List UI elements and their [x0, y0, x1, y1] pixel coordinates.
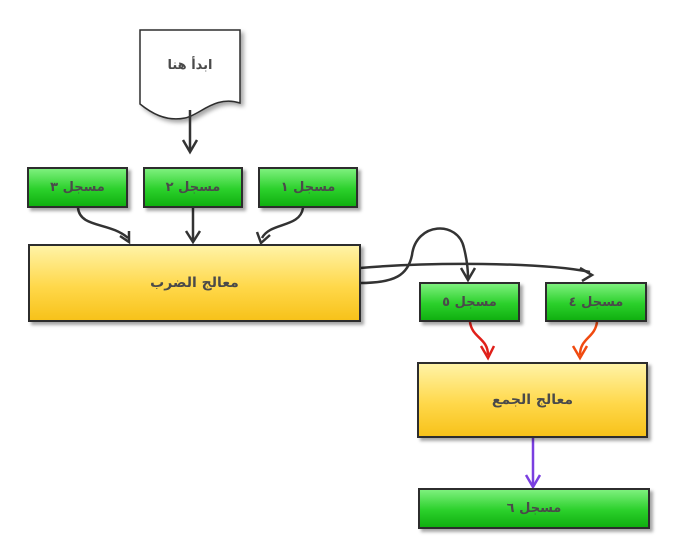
register-3[interactable]: مسجل ٣ — [27, 167, 128, 208]
arrow-multiply-to-register-5 — [359, 227, 477, 285]
arrow-register-5-to-add — [468, 321, 496, 361]
arrow-register-4-to-add — [571, 321, 599, 361]
register-6[interactable]: مسجل ٦ — [418, 488, 650, 529]
start-label: ابدأ هنا — [167, 58, 213, 73]
arrow-register-2-to-multiply — [184, 208, 202, 245]
arrow-add-to-register-6 — [524, 438, 542, 490]
register-2[interactable]: مسجل ٢ — [143, 167, 243, 208]
register-1[interactable]: مسجل ١ — [258, 167, 358, 208]
arrow-register-1-to-multiply — [255, 207, 305, 246]
arrow-start-to-register-2 — [181, 110, 199, 155]
multiply-processor[interactable]: معالج الضرب — [28, 244, 361, 322]
register-4[interactable]: مسجل ٤ — [545, 282, 647, 322]
arrow-multiply-to-register-4 — [359, 262, 595, 283]
add-processor[interactable]: معالج الجمع — [417, 362, 648, 438]
arrow-register-3-to-multiply — [76, 207, 131, 245]
register-5[interactable]: مسجل ٥ — [419, 282, 520, 322]
start-document-shape — [139, 29, 241, 120]
